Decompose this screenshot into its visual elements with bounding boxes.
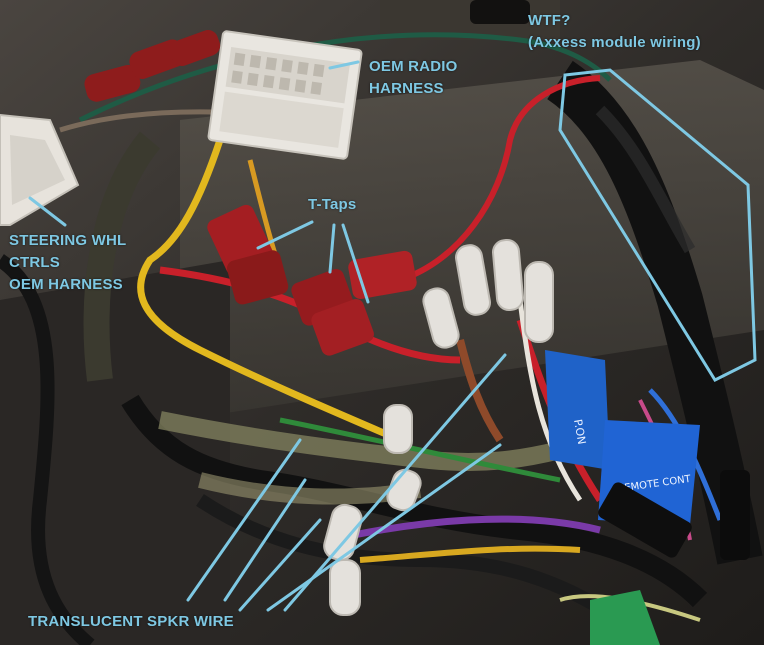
speaker-pointer-1 bbox=[186, 438, 302, 602]
label-oem-radio-line1: OEM RADIO bbox=[369, 58, 458, 75]
green-tag bbox=[590, 590, 660, 645]
t-tap-pointer-3 bbox=[341, 223, 370, 304]
module-circle-outline bbox=[558, 68, 757, 382]
label-translucent-speaker-wire: TRANSLUCENT SPKR WIRE bbox=[28, 611, 234, 633]
translucent-speaker-wire-1 bbox=[158, 411, 563, 471]
label-steering-line3: OEM HARNESS bbox=[9, 276, 123, 293]
yellow-wire bbox=[137, 138, 402, 444]
t-tap-connectors bbox=[207, 204, 417, 356]
black-zip-tie-block bbox=[598, 482, 692, 558]
dark-bracket bbox=[0, 260, 230, 645]
taped-module-wiring bbox=[546, 60, 763, 565]
annotation-drawings bbox=[28, 60, 757, 612]
t-tap-pointer-2 bbox=[328, 223, 336, 274]
steering-harness-connector bbox=[0, 113, 80, 226]
purple-wire bbox=[329, 515, 601, 544]
top-hole bbox=[470, 0, 530, 24]
speaker-pointer-2 bbox=[223, 478, 307, 602]
label-wtf-line2: (Axxess module wiring) bbox=[528, 34, 701, 51]
label-steering-harness: STEERING WHL CTRLS OEM HARNESS bbox=[9, 230, 126, 296]
yellow-wire-lower bbox=[359, 545, 581, 563]
label-oem-radio-harness: OEM RADIO HARNESS bbox=[369, 56, 457, 100]
oem-radio-connector bbox=[207, 30, 363, 160]
tape-highlight bbox=[595, 105, 696, 254]
steering-pointer bbox=[28, 196, 67, 227]
black-cable-left bbox=[0, 254, 95, 645]
label-steering-line1: STEERING WHL bbox=[9, 232, 127, 249]
green-wire-top bbox=[78, 32, 612, 123]
t-tap-pointer-1 bbox=[256, 220, 314, 250]
label-t-taps: T-Taps bbox=[308, 194, 356, 216]
label-wtf-line1: WTF? bbox=[528, 12, 571, 29]
black-cable-lower bbox=[196, 494, 624, 626]
blue-box: P.ON bbox=[545, 350, 610, 470]
brown-wire bbox=[456, 339, 504, 443]
label-wtf: WTF? (Axxess module wiring) bbox=[528, 10, 701, 54]
speaker-pointer-5 bbox=[283, 353, 507, 612]
speaker-pointer-4 bbox=[266, 443, 502, 612]
translucent-bullet-connectors bbox=[323, 239, 554, 616]
svg-text:P.ON: P.ON bbox=[571, 418, 588, 445]
label-t-taps-text: T-Taps bbox=[308, 196, 357, 213]
speaker-pointer-3 bbox=[238, 518, 322, 612]
oem-radio-pointer bbox=[328, 60, 360, 70]
white-wire bbox=[517, 299, 583, 502]
label-steering-line2: CTRLS bbox=[9, 254, 60, 271]
brown-sleeve-left bbox=[83, 131, 161, 382]
red-butt-connectors bbox=[84, 30, 221, 102]
black-connector-right bbox=[720, 470, 750, 560]
red-wire-2 bbox=[399, 75, 601, 283]
label-speaker-text: TRANSLUCENT SPKR WIRE bbox=[28, 613, 234, 630]
green-wire bbox=[279, 417, 561, 483]
label-oem-radio-line2: HARNESS bbox=[369, 80, 444, 97]
